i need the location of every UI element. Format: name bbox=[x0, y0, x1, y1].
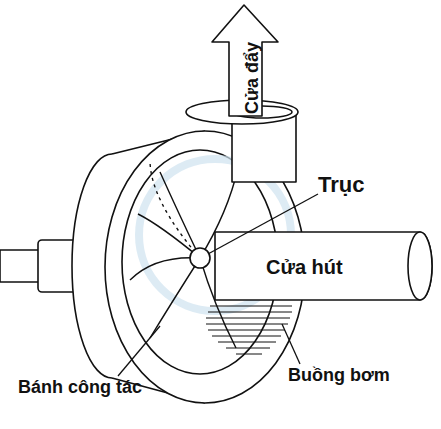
leader-line bbox=[208, 194, 318, 254]
impeller-vane bbox=[138, 214, 200, 258]
impeller-vane bbox=[150, 258, 200, 338]
shaft-label: Trục bbox=[318, 174, 364, 196]
suction-pipe bbox=[215, 232, 432, 300]
leader-line bbox=[282, 324, 300, 364]
discharge-label: Cửa đẩy bbox=[243, 42, 261, 114]
leader-lines bbox=[118, 194, 318, 376]
leader-line bbox=[118, 326, 160, 376]
shaft-hub bbox=[190, 248, 210, 268]
impeller-vane bbox=[160, 172, 200, 258]
impeller-label: Bánh công tác bbox=[18, 378, 142, 396]
suction-opening bbox=[408, 232, 432, 300]
casing-hatching bbox=[206, 306, 292, 354]
flow-line bbox=[150, 160, 200, 258]
casing-label: Buồng bơm bbox=[288, 366, 390, 384]
impeller-vane bbox=[130, 258, 200, 280]
discharge-arrow bbox=[212, 5, 278, 116]
suction-label: Cửa hút bbox=[266, 257, 343, 277]
